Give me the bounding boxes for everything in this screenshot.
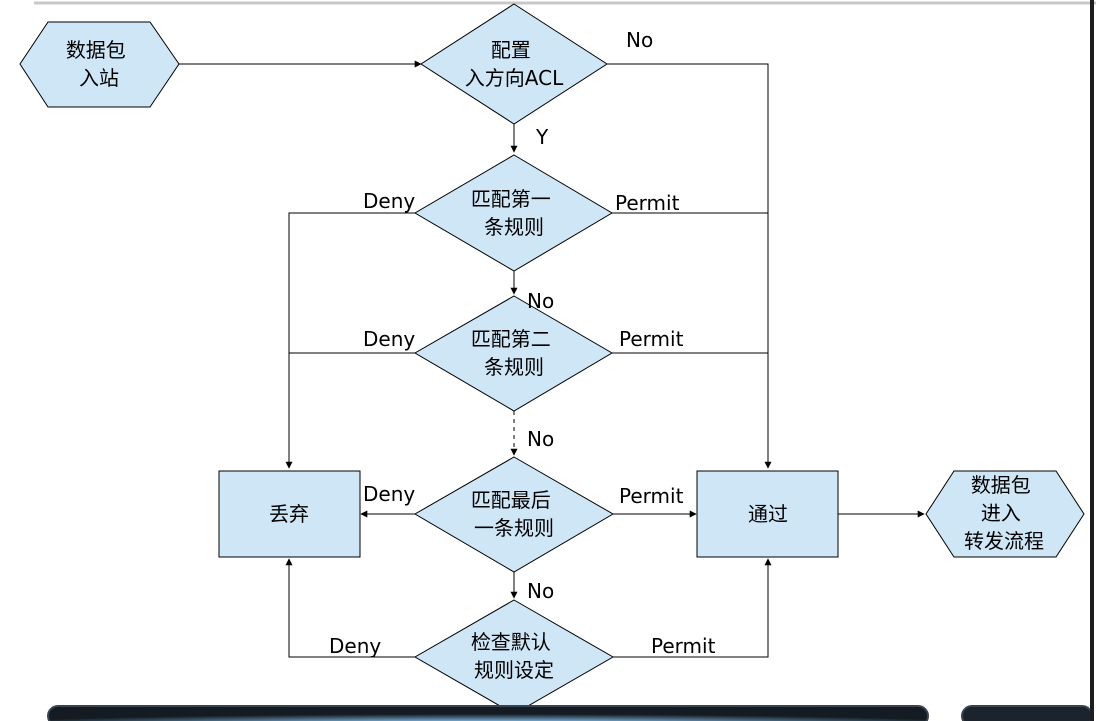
node-rule1: 匹配第一 条规则: [414, 154, 613, 272]
end-hexagon: [925, 470, 1085, 558]
start-hexagon: [19, 21, 180, 108]
end-label-line2: 进入: [981, 501, 1021, 525]
rule2-label-line1: 匹配第二: [471, 327, 551, 351]
last-permit-label: Permit: [619, 484, 684, 508]
node-start: 数据包 入站: [19, 21, 180, 108]
acl-label-line2: 入方向ACL: [465, 66, 564, 90]
rule2-no-label: No: [527, 427, 554, 451]
rule1-deny-label: Deny: [363, 189, 415, 213]
edge-default-deny: [285, 558, 415, 658]
node-rule2: 匹配第二 条规则: [414, 295, 613, 412]
footer-decoration: [47, 0, 1094, 721]
connectors: [179, 60, 925, 658]
acl-diamond: [420, 3, 608, 125]
discard-label: 丢弃: [269, 502, 309, 526]
footer-bar-left: [47, 705, 929, 721]
rule1-permit-label: Permit: [615, 191, 680, 215]
rule1-label-line1: 匹配第一: [471, 187, 551, 211]
default-rule-diamond: [413, 599, 615, 715]
default-label-line1: 检查默认: [471, 630, 551, 654]
rule2-label-line2: 条规则: [484, 355, 544, 379]
acl-yes-label: Y: [535, 125, 549, 149]
default-permit-label: Permit: [651, 634, 716, 658]
acl-no-label: No: [626, 28, 653, 52]
rule1-no-label: No: [527, 289, 554, 313]
svg-text:检查默认 规则设定: 检查默认 规则设定: [471, 630, 557, 682]
edge-labels: No Y Deny Permit No Deny Permit No Deny …: [329, 28, 716, 658]
last-no-label: No: [527, 579, 554, 603]
svg-text:数据包 入站: 数据包 入站: [66, 38, 132, 90]
node-acl-check: 配置 入方向ACL: [420, 3, 608, 125]
rule2-diamond: [414, 295, 613, 412]
rule1-label-line2: 条规则: [484, 215, 544, 239]
edge-rule1-deny: [285, 212, 415, 469]
edge-default-permit: [613, 558, 772, 658]
svg-text:数据包 进入 转发流程: 数据包 进入 转发流程: [964, 473, 1044, 553]
acl-label-line1: 配置: [491, 38, 531, 62]
svg-text:配置 入方向ACL: 配置 入方向ACL: [465, 38, 564, 90]
footer-bar-right: [961, 705, 1093, 721]
start-label-line1: 数据包: [66, 38, 126, 62]
rule-last-label-line1: 匹配最后: [471, 488, 551, 512]
default-deny-label: Deny: [329, 634, 381, 658]
start-label-line2: 入站: [79, 66, 119, 90]
svg-text:匹配第二 条规则: 匹配第二 条规则: [471, 327, 557, 379]
svg-text:丢弃: 丢弃: [269, 502, 309, 526]
end-label-line1: 数据包: [971, 473, 1031, 497]
rule-last-label-line2: 一条规则: [474, 516, 554, 540]
rule1-diamond: [414, 154, 613, 272]
last-deny-label: Deny: [363, 482, 415, 506]
edge-acl-no-to-pass: [607, 63, 772, 469]
svg-text:通过: 通过: [748, 502, 788, 526]
discard-box: [218, 470, 361, 558]
svg-text:匹配最后 一条规则: 匹配最后 一条规则: [471, 488, 557, 540]
node-end: 数据包 进入 转发流程: [925, 470, 1085, 558]
pass-label: 通过: [748, 502, 788, 526]
rule2-deny-label: Deny: [363, 327, 415, 351]
rule-last-diamond: [414, 456, 614, 573]
end-label-line3: 转发流程: [964, 529, 1044, 553]
node-rule-last: 匹配最后 一条规则: [414, 456, 614, 573]
pass-box: [696, 470, 839, 558]
svg-text:匹配第一 条规则: 匹配第一 条规则: [471, 187, 557, 239]
default-label-line2: 规则设定: [474, 658, 554, 682]
node-default-rule: 检查默认 规则设定: [413, 599, 615, 715]
node-discard: 丢弃: [218, 470, 361, 558]
node-pass: 通过: [696, 470, 839, 558]
rule2-permit-label: Permit: [619, 327, 684, 351]
